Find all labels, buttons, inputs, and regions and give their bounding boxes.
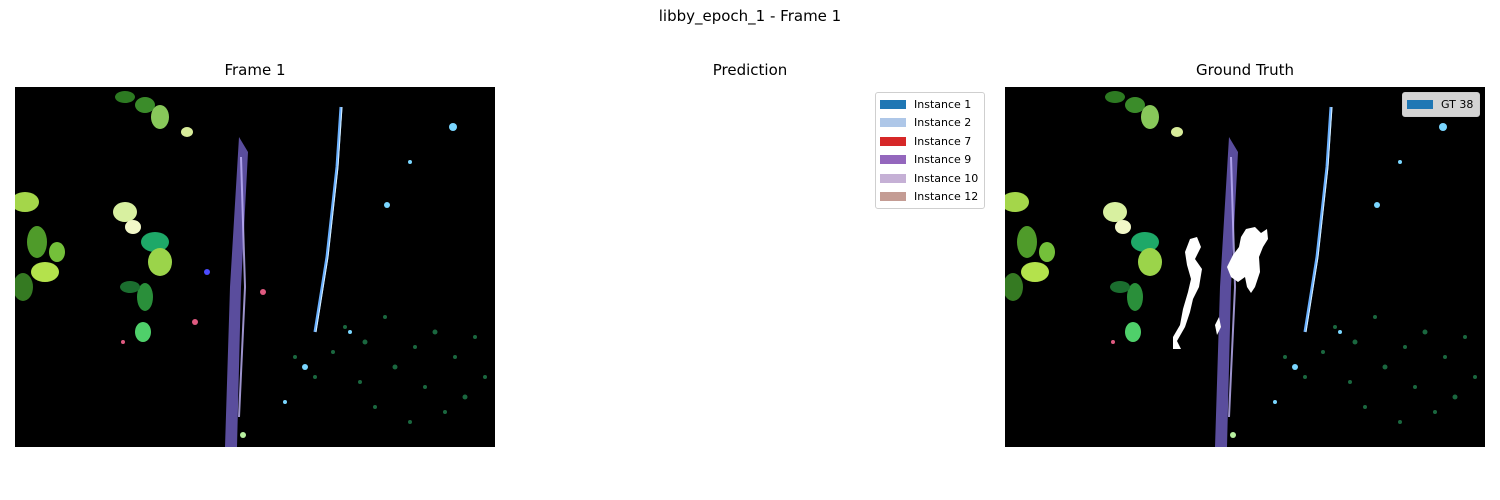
legend-label: Instance 1 — [914, 97, 972, 111]
legend-item-instance-12: Instance 12 — [880, 188, 978, 207]
legend-label: Instance 7 — [914, 134, 972, 148]
night-scene-image — [15, 91, 487, 447]
legend-swatch — [1407, 99, 1433, 109]
legend-item-instance-9: Instance 9 — [880, 151, 978, 170]
legend-swatch — [880, 155, 906, 165]
ground-truth-mask — [1173, 227, 1268, 349]
legend-item-instance-10: Instance 10 — [880, 169, 978, 188]
legend-label: Instance 2 — [914, 116, 972, 130]
legend-item-instance-1: Instance 1 — [880, 95, 978, 114]
ground-truth-panel-title: Ground Truth — [1196, 61, 1294, 79]
legend-label: GT 38 — [1441, 97, 1474, 111]
prediction-panel-title: Prediction — [712, 61, 788, 79]
figure-title: libby_epoch_1 - Frame 1 — [658, 7, 842, 25]
night-scene-image-with-mask — [1005, 91, 1477, 447]
frame-image — [15, 87, 495, 447]
legend-label: Instance 9 — [914, 153, 972, 167]
ground-truth-image — [1005, 87, 1485, 447]
legend-item-gt-38: GT 38 — [1407, 95, 1473, 114]
legend-item-instance-2: Instance 2 — [880, 114, 978, 133]
frame-panel-title: Frame 1 — [224, 61, 286, 79]
prediction-legend: Instance 1 Instance 2 Instance 7 Instanc… — [875, 92, 986, 209]
legend-swatch — [880, 173, 906, 183]
legend-swatch — [880, 118, 906, 128]
ground-truth-legend: GT 38 — [1402, 92, 1481, 117]
legend-swatch — [880, 99, 906, 109]
legend-item-instance-7: Instance 7 — [880, 132, 978, 151]
legend-swatch — [880, 136, 906, 146]
legend-label: Instance 12 — [914, 190, 979, 204]
legend-swatch — [880, 192, 906, 202]
legend-label: Instance 10 — [914, 171, 979, 185]
